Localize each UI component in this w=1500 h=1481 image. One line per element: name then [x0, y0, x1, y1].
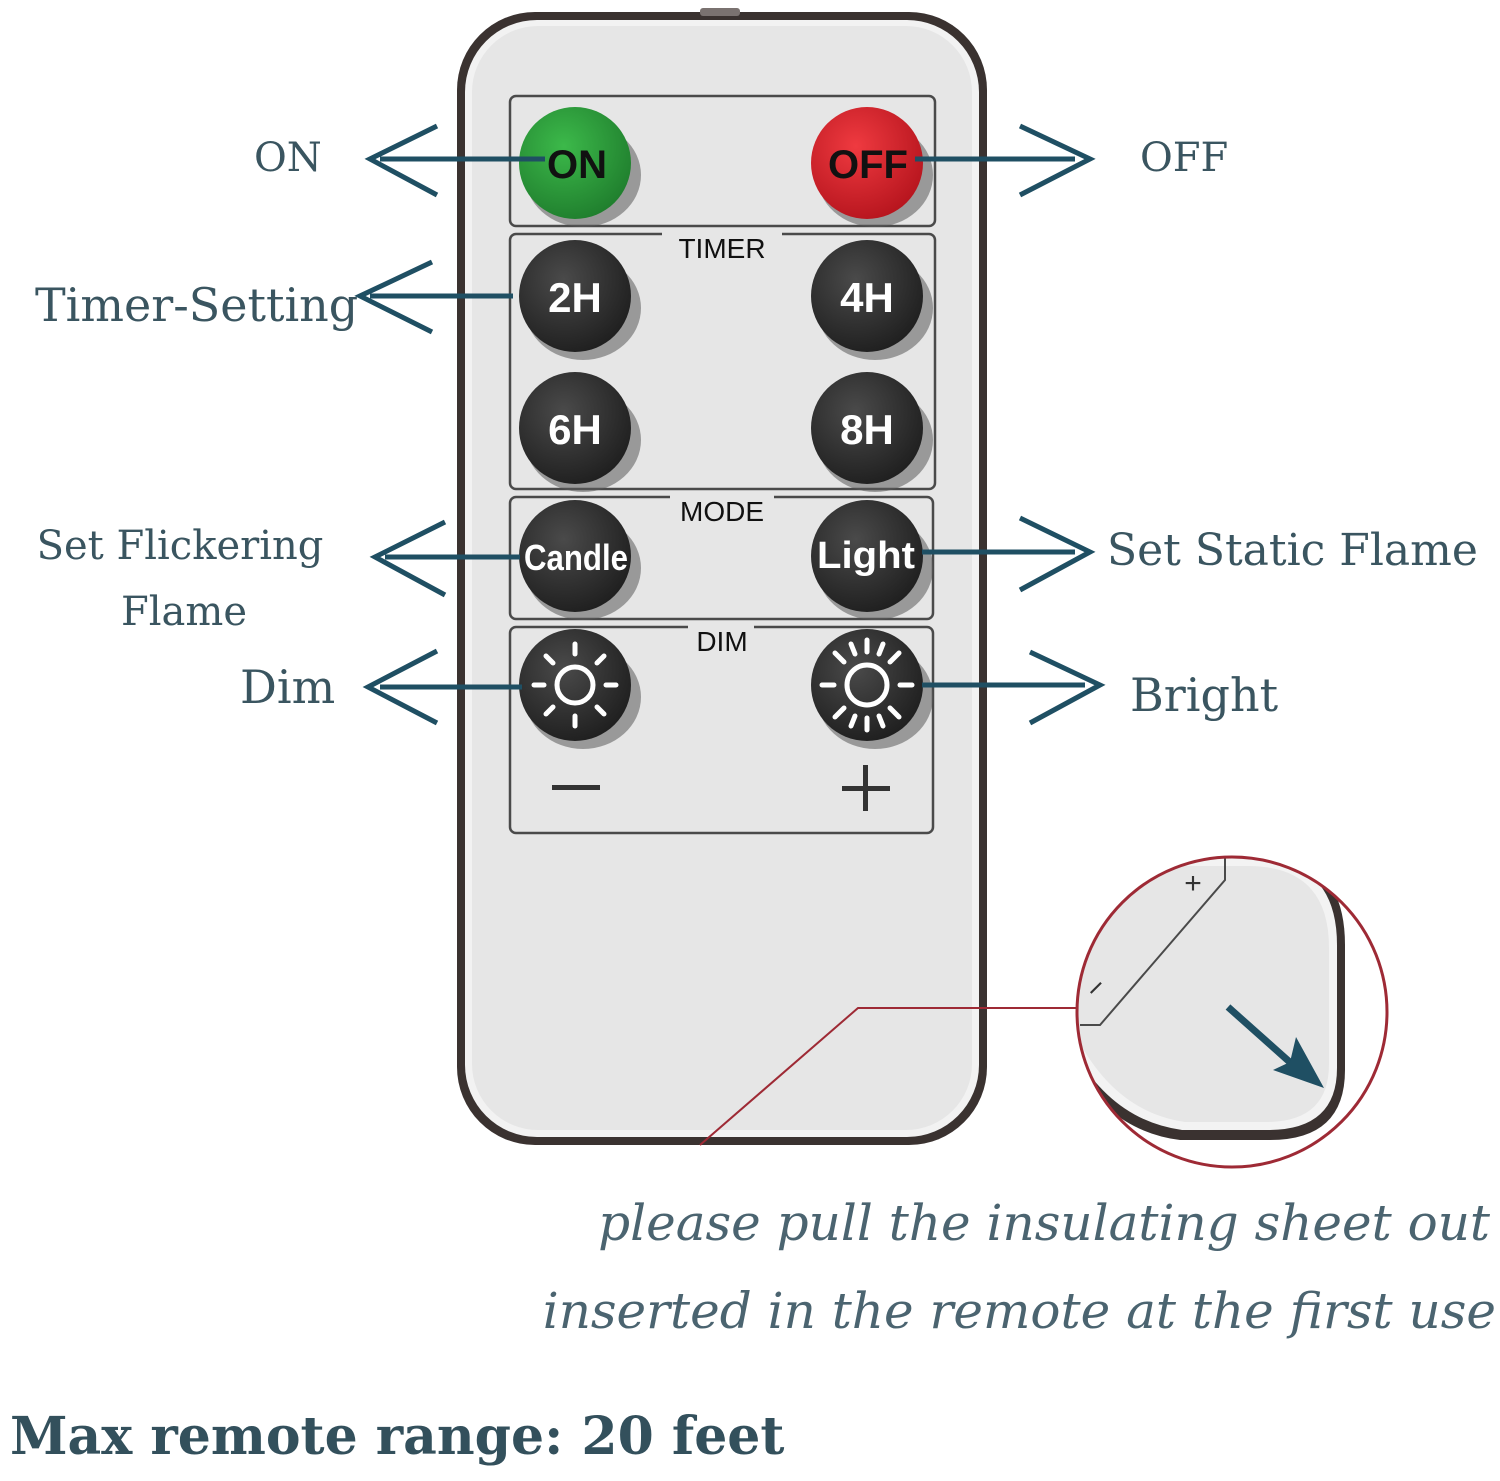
- callout-set-flickering-line2: Flame: [121, 589, 247, 635]
- insulating-sheet-note-line1: please pull the insulating sheet out: [598, 1194, 1490, 1252]
- inset-magnifier: + −: [1075, 855, 1389, 1169]
- timer-8h-button[interactable]: [811, 372, 923, 484]
- callout-arrows: [354, 123, 1106, 726]
- plus-sign-icon: [842, 765, 890, 811]
- on-button-label: ON: [547, 143, 607, 187]
- on-button[interactable]: [519, 107, 631, 219]
- timer-4h-label: 4H: [840, 274, 894, 321]
- inset-plus-label: +: [1184, 867, 1202, 900]
- timer-6h-label: 6H: [548, 406, 602, 453]
- dim-section-title: DIM: [696, 626, 747, 657]
- timer-8h-label: 8H: [840, 406, 894, 453]
- inset-leader-line: [699, 1007, 1078, 1146]
- dim-sun-icon: [531, 641, 619, 729]
- max-range-label: Max remote range: 20 feet: [10, 1406, 785, 1467]
- callout-bright-label: Bright: [1130, 668, 1279, 722]
- timer-2h-label: 2H: [548, 274, 602, 321]
- off-button-label: OFF: [828, 143, 908, 187]
- callout-set-flickering-line1: Set Flickering: [36, 523, 324, 569]
- minus-sign-icon: [552, 785, 600, 790]
- off-button[interactable]: [811, 107, 923, 219]
- mode-section-title: MODE: [680, 496, 764, 527]
- callout-set-static-label: Set Static Flame: [1107, 525, 1478, 576]
- candle-button-label: Candle: [524, 537, 628, 578]
- timer-2h-button[interactable]: [519, 240, 631, 352]
- light-button-label: Light: [817, 535, 915, 577]
- timer-4h-button[interactable]: [811, 240, 923, 352]
- bright-sun-icon: [819, 637, 915, 733]
- timer-section-title: TIMER: [678, 233, 765, 264]
- callout-off-label: OFF: [1140, 135, 1229, 181]
- callout-dim-label: Dim: [240, 660, 336, 714]
- candle-mode-button[interactable]: [519, 500, 631, 612]
- callout-timer-setting-label: Timer-Setting: [35, 278, 359, 332]
- callout-on-label: ON: [254, 135, 322, 181]
- timer-6h-button[interactable]: [519, 372, 631, 484]
- insulating-sheet-note-line2: inserted in the remote at the first use: [542, 1282, 1496, 1340]
- light-mode-button[interactable]: [811, 500, 923, 612]
